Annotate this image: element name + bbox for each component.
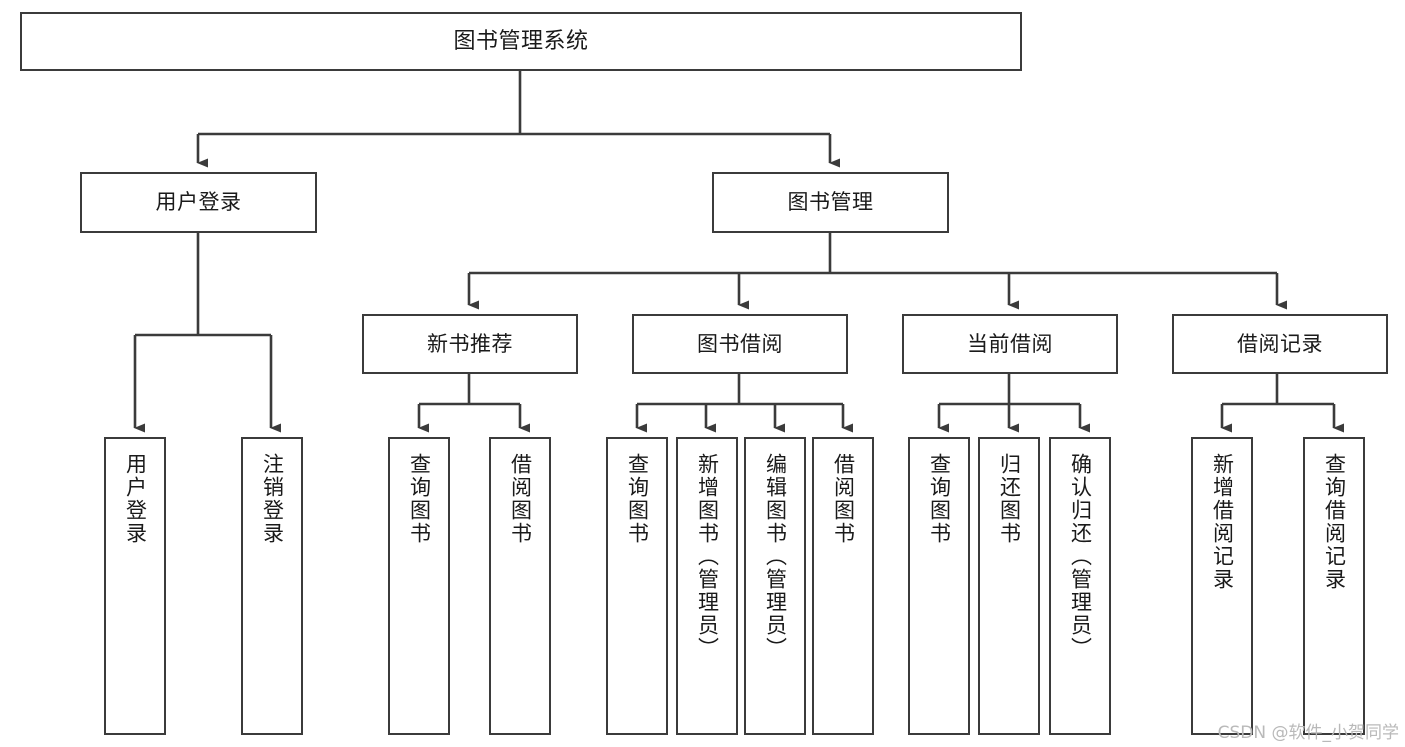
- leaf-borrow-add-book-admin[interactable]: 新增图书（管理员）: [676, 437, 738, 735]
- node-current-borrow[interactable]: 当前借阅: [902, 314, 1118, 374]
- leaf-new-books-borrow[interactable]: 借阅图书: [489, 437, 551, 735]
- node-label: 用户登录: [123, 453, 148, 545]
- node-book-borrow[interactable]: 图书借阅: [632, 314, 848, 374]
- node-label: 归还图书: [997, 453, 1022, 545]
- node-new-book-recommend[interactable]: 新书推荐: [362, 314, 578, 374]
- leaf-user-login-signin[interactable]: 用户登录: [104, 437, 166, 735]
- leaf-records-add-record[interactable]: 新增借阅记录: [1191, 437, 1253, 735]
- node-user-login[interactable]: 用户登录: [80, 172, 317, 233]
- leaf-borrow-edit-book-admin[interactable]: 编辑图书（管理员）: [744, 437, 806, 735]
- node-label: 借阅图书: [831, 453, 856, 545]
- leaf-current-query-book[interactable]: 查询图书: [908, 437, 970, 735]
- node-label: 查询图书: [625, 453, 650, 545]
- leaf-records-query-record[interactable]: 查询借阅记录: [1303, 437, 1365, 735]
- node-label: 新书推荐: [427, 331, 513, 356]
- leaf-borrow-query-book[interactable]: 查询图书: [606, 437, 668, 735]
- node-label: 新增图书（管理员）: [695, 453, 720, 660]
- node-root-system[interactable]: 图书管理系统: [20, 12, 1022, 71]
- leaf-current-return-book[interactable]: 归还图书: [978, 437, 1040, 735]
- leaf-new-books-query[interactable]: 查询图书: [388, 437, 450, 735]
- node-label: 确认归还（管理员）: [1068, 453, 1093, 660]
- node-label: 图书管理: [787, 190, 874, 215]
- node-label: 查询图书: [927, 453, 952, 545]
- node-label: 用户登录: [155, 190, 242, 215]
- node-label: 注销登录: [260, 453, 285, 545]
- node-label: 图书管理系统: [453, 28, 589, 54]
- leaf-user-login-signout[interactable]: 注销登录: [241, 437, 303, 735]
- node-label: 查询图书: [407, 453, 432, 545]
- leaf-current-confirm-return-admin[interactable]: 确认归还（管理员）: [1049, 437, 1111, 735]
- node-label: 借阅记录: [1237, 331, 1323, 356]
- node-label: 查询借阅记录: [1322, 453, 1347, 591]
- leaf-borrow-borrow-book[interactable]: 借阅图书: [812, 437, 874, 735]
- node-label: 当前借阅: [967, 331, 1053, 356]
- node-label: 借阅图书: [508, 453, 533, 545]
- node-book-management[interactable]: 图书管理: [712, 172, 949, 233]
- node-borrow-records[interactable]: 借阅记录: [1172, 314, 1388, 374]
- node-label: 新增借阅记录: [1210, 453, 1235, 591]
- node-label: 编辑图书（管理员）: [763, 453, 788, 660]
- node-label: 图书借阅: [697, 331, 783, 356]
- csdn-watermark: CSDN @软件_小贺同学: [1217, 723, 1399, 743]
